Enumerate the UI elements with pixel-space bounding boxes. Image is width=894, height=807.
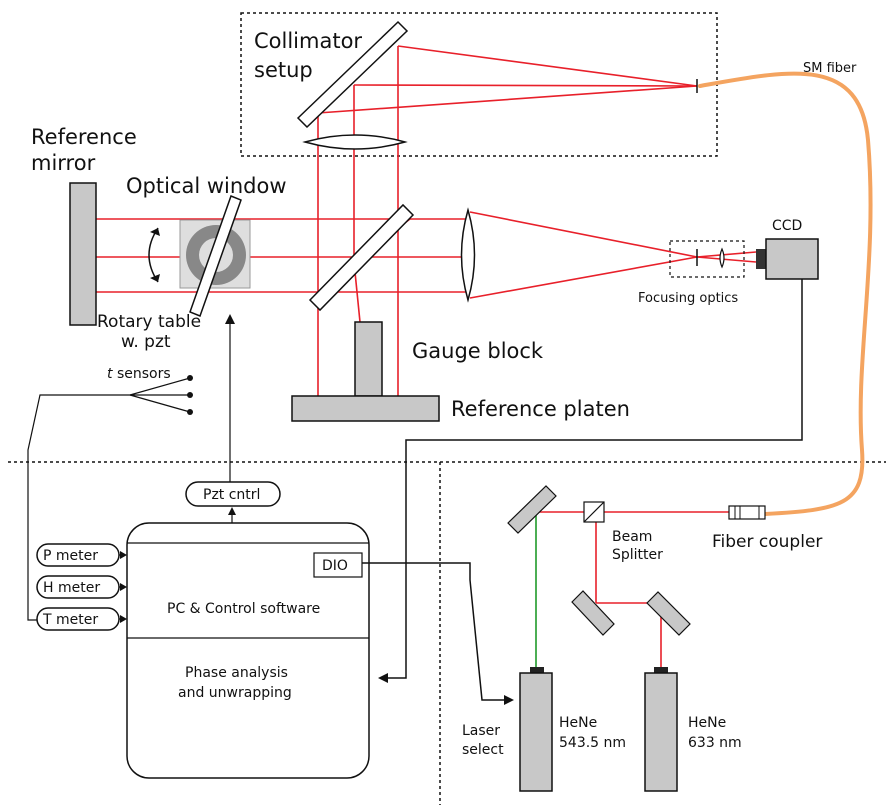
beamsplitter-diagonal: [583, 501, 605, 523]
laser-select-label-line1: Laser: [462, 723, 500, 739]
t-meter-arrow: [120, 615, 127, 623]
t-sensors-label: t sensors: [107, 366, 171, 382]
ccd-label: CCD: [772, 218, 802, 234]
hene-red-laser: [644, 672, 678, 792]
p-meter-label: P meter: [43, 548, 98, 564]
optical-window-label: Optical window: [126, 174, 287, 198]
pc-control-label: PC & Control software: [167, 601, 320, 617]
rotary-table-label-line2: w. pzt: [121, 332, 171, 352]
imaging-lens: [460, 207, 476, 303]
phase-analysis-label-line2: and unwrapping: [178, 685, 292, 701]
reference-mirror: [69, 182, 97, 326]
beamsplitter-plate: [308, 203, 415, 312]
beam-splitter-label-line1: Beam: [612, 529, 652, 545]
rotation-arrow-head-bottom: [150, 274, 160, 282]
reference-platen-label: Reference platen: [451, 397, 630, 421]
collimator-label-line2: setup: [254, 58, 313, 82]
t-sensors-rest: sensors: [113, 366, 171, 382]
dio-box: [313, 552, 363, 578]
beam-splitter-label-line2: Splitter: [612, 547, 663, 563]
ccd-camera: [765, 238, 819, 280]
sm-fiber-label: SM fiber: [803, 61, 857, 76]
h-meter-arrow: [120, 583, 127, 591]
hene-green-cap: [530, 667, 544, 675]
collimator-label-line1: Collimator: [254, 29, 362, 53]
sm-fiber-cable: [698, 71, 873, 516]
laser-select-arrow: [504, 695, 514, 705]
t-sensor-dot-2: [187, 392, 193, 398]
phase-analysis-label-line1: Phase analysis: [185, 665, 288, 681]
pc-to-pzt-arrow: [228, 507, 236, 515]
collimator-lens: [302, 134, 408, 150]
green-turning-mirror: [507, 485, 557, 534]
ccd-cable: [380, 279, 803, 679]
t-sensor-dot-1: [187, 375, 193, 381]
t-meter-label: T meter: [42, 612, 98, 628]
rotation-arrow: [148, 227, 159, 283]
focusing-optics-label: Focusing optics: [638, 291, 738, 306]
red-turning-mirror-left: [571, 590, 615, 636]
hene-green-laser: [519, 672, 553, 792]
red-turning-mirror-right: [646, 591, 691, 636]
rotation-arrow-head-top: [150, 228, 160, 236]
pc-box: [126, 522, 370, 779]
pzt-cntrl-label: Pzt cntrl: [203, 487, 260, 503]
rotary-table-label-line1: Rotary table: [97, 312, 201, 332]
ccd-lens-mount: [756, 249, 766, 269]
t-sensor-dot-3: [187, 409, 193, 415]
hene-green-label-line1: HeNe: [559, 715, 597, 731]
h-meter-label: H meter: [43, 580, 100, 596]
pzt-arrow-head: [225, 314, 235, 324]
pzt-cntrl-box: [185, 481, 281, 507]
reference-platen: [291, 395, 440, 422]
gauge-block-label: Gauge block: [412, 339, 544, 363]
hene-green-label-line2: 543.5 nm: [559, 735, 626, 751]
fiber-coupler: [728, 505, 766, 520]
t-sensors-wiring: [27, 377, 191, 621]
gauge-block: [354, 321, 383, 397]
optical-window: [189, 195, 242, 317]
hene-red-cap: [654, 667, 668, 675]
focus-lens: [719, 247, 725, 269]
p-meter-arrow: [120, 551, 127, 559]
reference-mirror-label-line2: mirror: [31, 151, 96, 175]
laser-select-label-line2: select: [462, 742, 504, 758]
ccd-cable-arrow: [378, 673, 388, 683]
hene-red-label-line1: HeNe: [688, 715, 726, 731]
fiber-coupler-label: Fiber coupler: [712, 532, 822, 552]
dio-label: DIO: [322, 558, 348, 574]
collimator-mirror: [296, 20, 409, 129]
reference-mirror-label-line1: Reference: [31, 125, 137, 149]
hene-red-label-line2: 633 nm: [688, 735, 742, 751]
focusing-optics-box: [669, 240, 745, 278]
t-sensors-italic: t: [107, 366, 113, 382]
laser-select-line: [362, 562, 510, 701]
